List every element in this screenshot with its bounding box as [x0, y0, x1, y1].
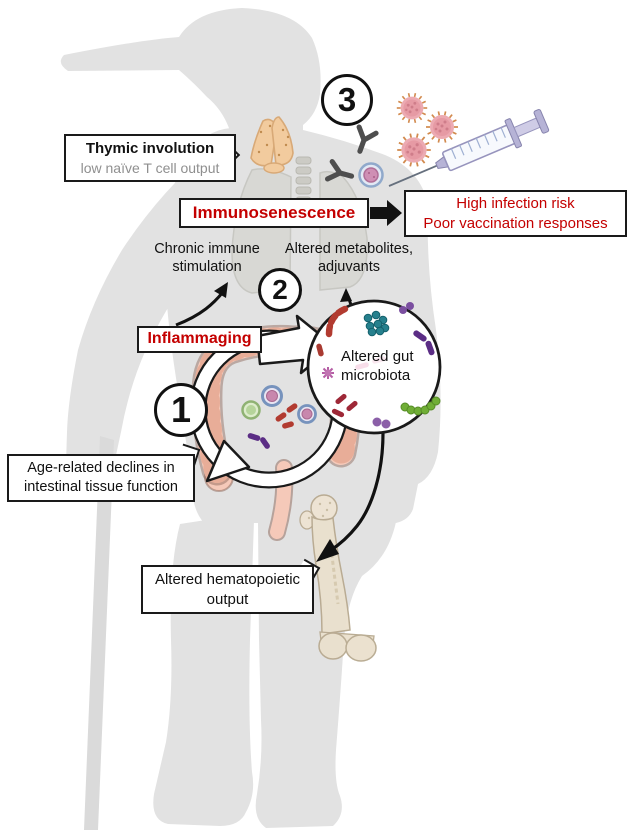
age-related-line-2: intestinal tissue function: [24, 478, 178, 495]
chronic-line-2: stimulation: [172, 258, 242, 275]
gut-line-1: Altered gut: [341, 348, 414, 365]
infection-line-2: Poor vaccination responses: [423, 214, 608, 232]
hematopoietic-line-2: output: [206, 590, 249, 608]
microbiota-circle: [306, 299, 442, 435]
infection-line-1: High infection risk: [456, 195, 575, 212]
step-2-number: 2: [272, 274, 288, 305]
syringe-icon: [388, 109, 550, 187]
gut-line-2: microbiota: [341, 366, 411, 384]
inflammaging-label: Inflammaging: [147, 330, 252, 347]
step-1-number: 1: [170, 389, 192, 430]
step-circle-3: 3: [321, 74, 373, 126]
immunosenescence-label: Immunosenescence: [192, 203, 356, 222]
step-circle-1: 1: [154, 383, 208, 437]
chronic-line-1: Chronic immune: [154, 241, 260, 257]
hematopoietic-callout: Altered hematopoietic output: [141, 565, 314, 614]
inflammaging-box: Inflammaging: [137, 326, 262, 353]
arrow-to-femur: [316, 432, 385, 562]
walking-cane-icon: [84, 436, 114, 830]
step-circle-2: 2: [258, 268, 302, 312]
gut-bacteria-icons: [316, 302, 441, 429]
metabolites-line-1: Altered metabolites,: [284, 241, 414, 257]
intestinal-immune-cells: [241, 385, 317, 449]
arrow-to-chronic-stimulation: [175, 282, 228, 327]
infection-risk-box: High infection risk Poor vaccination res…: [404, 190, 627, 237]
immunosenescence-box: Immunosenescence: [179, 198, 369, 229]
age-related-line-1: Age-related declines in: [27, 460, 175, 476]
altered-metabolites-label: Altered metabolites, adjuvants: [276, 241, 422, 276]
thymic-title: Thymic involution: [85, 140, 215, 157]
step-3-number: 3: [337, 81, 357, 118]
altered-gut-microbiota-label: Altered gut microbiota: [341, 348, 414, 386]
thymus-icon: [250, 116, 294, 174]
hematopoietic-line-1: Altered hematopoietic: [154, 571, 301, 588]
age-related-declines-callout: Age-related declines in intestinal tissu…: [7, 454, 195, 502]
block-arrow: [370, 200, 402, 226]
femur-icon: [299, 494, 377, 662]
chronic-immune-stimulation-label: Chronic immune stimulation: [137, 241, 277, 276]
immune-cell-icon: [358, 162, 384, 188]
thymic-subtitle: low naïve T cell output: [80, 159, 220, 176]
metabolites-line-2: adjuvants: [317, 258, 381, 275]
thymic-involution-callout: Thymic involution low naïve T cell outpu…: [64, 134, 236, 182]
cycle-arrowhead: [205, 439, 251, 483]
